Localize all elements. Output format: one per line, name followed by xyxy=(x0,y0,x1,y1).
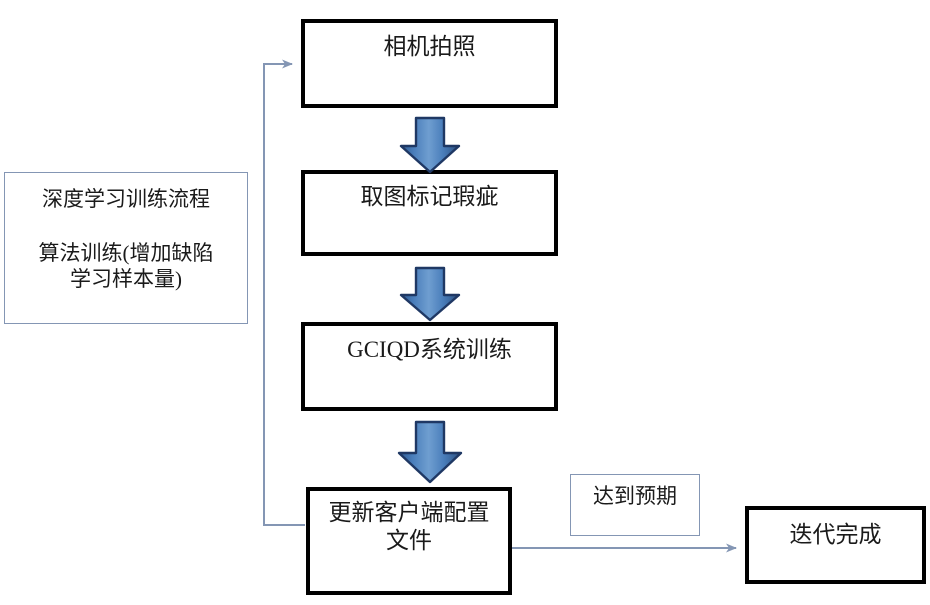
legend-box[interactable]: 深度学习训练流程 算法训练(增加缺陷 学习样本量) xyxy=(4,172,248,324)
node-expectation-met[interactable]: 达到预期 xyxy=(570,474,700,536)
node-camera-label: 相机拍照 xyxy=(383,34,476,59)
legend-line-2: 算法训练(增加缺陷 学习样本量) xyxy=(38,241,214,291)
feedback-line-update-to-camera xyxy=(263,59,305,526)
node-update-client-config-label: 更新客户端配置 文件 xyxy=(328,500,490,554)
node-iteration-complete-label: 迭代完成 xyxy=(789,522,882,547)
block-arrow-camera-to-mark xyxy=(399,116,461,174)
block-arrow-mark-to-training xyxy=(399,266,461,322)
node-gciqd-training[interactable]: GCIQD系统训练 xyxy=(301,322,558,411)
node-iteration-complete[interactable]: 迭代完成 xyxy=(745,506,926,584)
legend-line-1: 深度学习训练流程 xyxy=(42,187,210,211)
block-arrow-training-to-update xyxy=(397,420,463,484)
node-gciqd-training-label: GCIQD系统训练 xyxy=(347,337,512,362)
node-camera[interactable]: 相机拍照 xyxy=(301,19,558,108)
node-mark-defects[interactable]: 取图标记瑕疵 xyxy=(301,170,558,256)
node-expectation-met-label: 达到预期 xyxy=(593,484,677,508)
node-update-client-config[interactable]: 更新客户端配置 文件 xyxy=(306,487,512,595)
node-mark-defects-label: 取图标记瑕疵 xyxy=(360,184,499,209)
